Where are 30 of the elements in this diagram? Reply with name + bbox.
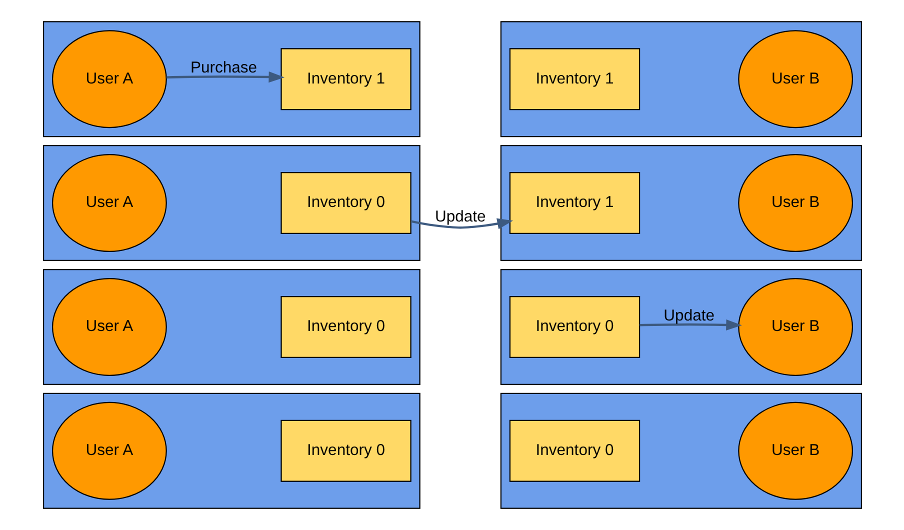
- arrow: [639, 319, 742, 330]
- node-ellipse: User B: [738, 402, 853, 500]
- node-box: Inventory 0: [280, 172, 411, 234]
- cluster: [500, 145, 862, 262]
- cluster: [500, 21, 862, 138]
- cluster: [500, 392, 862, 509]
- cluster: [42, 268, 420, 385]
- node-box: Inventory 1: [508, 172, 640, 234]
- edge-label: Update: [663, 307, 714, 324]
- node-box: Inventory 0: [280, 420, 411, 482]
- edge-label: Update: [434, 208, 486, 226]
- node-ellipse: User B: [738, 30, 853, 128]
- node-ellipse: User A: [51, 402, 166, 500]
- node-ellipse: User B: [738, 278, 853, 376]
- edge-label: Purchase: [190, 60, 257, 77]
- node-ellipse: User A: [51, 154, 166, 252]
- node-box: Inventory 1: [280, 48, 411, 110]
- cluster: [42, 21, 420, 138]
- node-box: Inventory 1: [508, 48, 640, 110]
- node-box: Inventory 0: [508, 420, 640, 482]
- arrow: [166, 72, 284, 83]
- cluster: [42, 145, 420, 262]
- node-box: Inventory 0: [508, 296, 640, 358]
- node-ellipse: User A: [51, 278, 166, 376]
- node-ellipse: User B: [738, 154, 853, 252]
- node-box: Inventory 0: [280, 296, 411, 358]
- arrow: [410, 218, 513, 230]
- cluster: [42, 392, 420, 509]
- cluster: [500, 268, 862, 385]
- node-ellipse: User A: [51, 30, 166, 128]
